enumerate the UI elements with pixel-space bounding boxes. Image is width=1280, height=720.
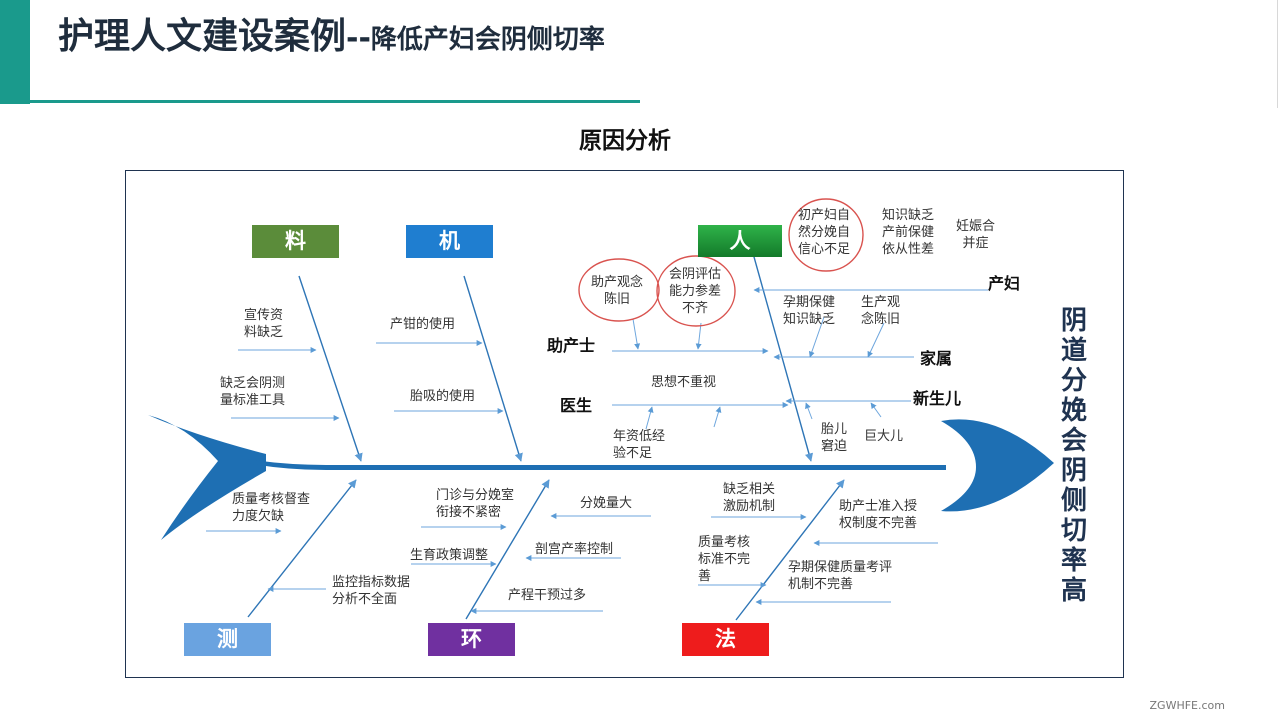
cause-machine-2: 胎吸的使用 xyxy=(410,389,476,404)
cause-family-concept: 生产观 念陈旧 xyxy=(861,295,901,327)
cause-environment-4: 剖宫产率控制 xyxy=(535,542,614,557)
title-accent-bar xyxy=(0,0,30,104)
cause-machine-1: 产钳的使用 xyxy=(390,317,456,332)
title-subtitle: 降低产妇会阴侧切率 xyxy=(370,25,605,55)
bone-machine xyxy=(463,275,523,462)
cause-doctor-neglect: 思想不重视 xyxy=(651,375,717,390)
circle-confidence xyxy=(788,198,864,272)
cause-measure-2: 监控指标数据 分析不全面 xyxy=(332,575,411,607)
cause-material-2: 缺乏会阴测 量标准工具 xyxy=(220,376,286,408)
category-material: 料 xyxy=(252,225,339,258)
cause-environment-2: 分娩量大 xyxy=(580,496,633,511)
cause-newborn-macrosomia: 巨大儿 xyxy=(864,429,904,444)
circle-midwife-concept xyxy=(578,258,660,322)
title-separator: -- xyxy=(346,21,371,56)
label-midwife: 助产士 xyxy=(547,336,596,355)
title-underline xyxy=(30,100,640,103)
category-environment: 环 xyxy=(428,623,515,656)
cause-people-confidence: 初产妇自 然分娩自 信心不足 xyxy=(798,208,851,257)
title-main: 护理人文建设案例 xyxy=(58,16,347,57)
fish-head xyxy=(941,419,1054,512)
label-family: 家属 xyxy=(920,349,953,368)
bone-environment xyxy=(465,479,550,620)
cause-doctor-experience: 年资低经 验不足 xyxy=(613,429,666,461)
bone-people xyxy=(748,238,814,462)
bone-measure xyxy=(247,479,357,618)
label-newborn: 新生儿 xyxy=(913,389,962,408)
bone-method xyxy=(735,479,845,621)
cause-maternal-complication: 妊娠合 并症 xyxy=(956,219,996,251)
cause-material-1: 宣传资 料缺乏 xyxy=(244,308,284,340)
cause-maternal-knowledge: 知识缺乏 产前保健 依从性差 xyxy=(882,208,935,257)
cause-people-assessment: 会阴评估 能力参差 不齐 xyxy=(669,267,722,316)
footer-watermark: ZGWHFE.com xyxy=(1149,699,1225,712)
cause-environment-1: 门诊与分娩室 衔接不紧密 xyxy=(436,488,515,520)
category-measure: 测 xyxy=(184,623,271,656)
cause-newborn-distress: 胎儿 窘迫 xyxy=(821,422,848,454)
cause-method-1: 缺乏相关 激励机制 xyxy=(723,482,776,514)
cause-method-3: 质量考核 标准不完 善 xyxy=(698,535,751,584)
highlight-circles xyxy=(578,198,864,327)
page-title: 护理人文建设案例--降低产妇会阴侧切率 xyxy=(58,12,605,62)
cause-method-4: 孕期保健质量考评 机制不完善 xyxy=(788,560,893,592)
cause-arrows xyxy=(206,287,988,614)
cause-family-knowledge: 孕期保健 知识缺乏 xyxy=(783,295,836,327)
fish-spine xyxy=(246,459,946,470)
label-maternal: 产妇 xyxy=(988,274,1021,293)
category-machine: 机 xyxy=(406,225,493,258)
category-method: 法 xyxy=(682,623,769,656)
cause-people-midwife-concept: 助产观念 陈旧 xyxy=(591,275,644,307)
bone-material xyxy=(298,275,363,462)
cause-method-2: 助产士准入授 权制度不完善 xyxy=(839,499,918,531)
cause-measure-1: 质量考核督查 力度欠缺 xyxy=(232,492,311,524)
fishbone-diagram: 料 机 人 测 环 法 宣传资 料缺乏 缺乏会阴测 量标准工具 产钳的使用 胎吸… xyxy=(125,170,1124,678)
cause-environment-5: 产程干预过多 xyxy=(508,588,587,603)
page-edge-line xyxy=(1277,0,1278,108)
category-people: 人 xyxy=(698,225,782,257)
fish-tail xyxy=(148,415,266,540)
label-doctor: 医生 xyxy=(560,396,593,415)
cause-environment-3: 生育政策调整 xyxy=(410,548,489,563)
fishbone-lines xyxy=(148,198,1054,621)
section-title: 原因分析 xyxy=(579,128,671,154)
effect-label: 阴道分娩会阴侧切率高 xyxy=(1060,306,1087,606)
circle-assessment xyxy=(656,255,736,327)
